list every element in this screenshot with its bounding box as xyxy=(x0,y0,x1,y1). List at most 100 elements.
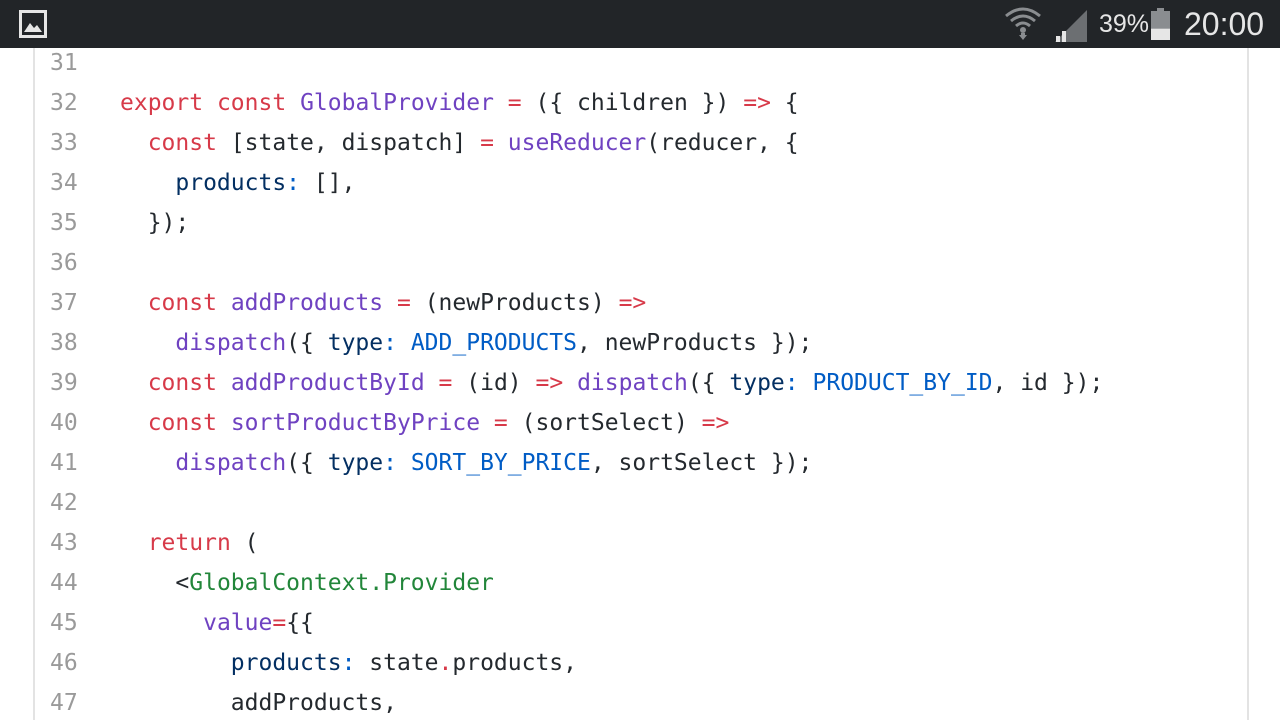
code-token: dispatch xyxy=(577,370,688,396)
image-notification-icon[interactable] xyxy=(19,10,47,38)
line-number: 40 xyxy=(50,410,78,436)
code-token: ( xyxy=(230,530,259,556)
code-text: export const GlobalProvider = ({ childre… xyxy=(120,83,799,123)
code-text: dispatch({ type: ADD_PRODUCTS, newProduc… xyxy=(120,323,812,363)
code-token: => xyxy=(701,410,730,436)
code-token: : xyxy=(341,650,356,676)
code-line: 45 value={{ xyxy=(35,603,1247,643)
line-number: 37 xyxy=(50,290,78,316)
code-line: 34 products: [], xyxy=(35,163,1247,203)
code-token xyxy=(120,650,231,676)
code-token: (reducer, { xyxy=(646,130,799,156)
code-token: . xyxy=(438,650,453,676)
code-token xyxy=(120,370,148,396)
battery-percent: 39% xyxy=(1099,10,1150,38)
code-token: , newProducts }); xyxy=(577,330,813,356)
code-token: => xyxy=(618,290,647,316)
line-number: 43 xyxy=(50,530,78,556)
code-token: products, xyxy=(452,650,577,676)
code-line: 35 }); xyxy=(35,203,1247,243)
code-token: ({ xyxy=(687,370,730,396)
code-token: : xyxy=(286,170,301,196)
code-line: 41 dispatch({ type: SORT_BY_PRICE, sortS… xyxy=(35,443,1247,483)
line-number: 33 xyxy=(50,130,78,156)
code-text: }); xyxy=(120,203,190,243)
code-token xyxy=(383,290,397,316)
code-token: , sortSelect }); xyxy=(590,450,813,476)
code-token: => xyxy=(743,90,771,116)
code-token xyxy=(494,90,508,116)
code-line: 32 export const GlobalProvider = ({ child… xyxy=(35,83,1247,123)
code-token: export xyxy=(120,90,204,116)
code-token: products xyxy=(230,650,342,676)
code-token xyxy=(799,370,813,396)
code-text: products: [], xyxy=(120,163,355,203)
code-token: const xyxy=(147,410,217,436)
line-number: 46 xyxy=(50,650,78,676)
code-token xyxy=(286,90,300,116)
code-token xyxy=(397,450,411,476)
clock: 20:00 xyxy=(1184,6,1265,42)
code-token xyxy=(120,330,175,356)
code-token: ({ xyxy=(286,330,328,356)
code-token: : xyxy=(383,450,397,476)
code-token: const xyxy=(216,90,287,116)
code-text: const addProductById = (id) => dispatch(… xyxy=(120,363,1104,403)
line-number: 38 xyxy=(50,330,78,356)
code-token: = xyxy=(493,410,508,436)
code-text: const addProducts = (newProducts) => xyxy=(120,283,647,323)
code-token: useReducer xyxy=(507,130,647,156)
code-token: GlobalProvider xyxy=(300,90,494,116)
code-line: 43 return ( xyxy=(35,523,1247,563)
code-token: < xyxy=(120,570,190,596)
code-token: {{ xyxy=(286,610,314,636)
code-token: = xyxy=(480,130,494,156)
code-token xyxy=(120,610,203,636)
code-token: const xyxy=(147,290,217,316)
code-token: (newProducts) xyxy=(410,290,619,316)
code-line: 44 <GlobalContext.Provider xyxy=(35,563,1247,603)
code-token: { xyxy=(770,90,799,116)
code-token: GlobalContext.Provider xyxy=(189,570,494,596)
code-token: ADD_PRODUCTS xyxy=(410,330,577,356)
code-token xyxy=(120,530,148,556)
line-number: 35 xyxy=(50,210,78,236)
code-text: return ( xyxy=(120,523,259,563)
code-text: const [state, dispatch] = useReducer(red… xyxy=(120,123,799,163)
line-number: 32 xyxy=(50,90,78,116)
code-token xyxy=(425,370,439,396)
code-text: products: state.products, xyxy=(120,643,577,683)
line-number: 34 xyxy=(50,170,78,196)
line-number: 41 xyxy=(50,450,78,476)
line-number: 44 xyxy=(50,570,78,596)
code-token: ({ children }) xyxy=(521,90,744,116)
code-token xyxy=(217,370,231,396)
code-line: 47 addProducts, xyxy=(35,683,1247,723)
code-token xyxy=(120,450,175,476)
code-token: sortProductByPrice xyxy=(230,410,481,436)
code-token: = xyxy=(397,290,411,316)
code-token xyxy=(494,130,508,156)
line-number: 45 xyxy=(50,610,78,636)
line-number: 36 xyxy=(50,250,78,276)
code-token xyxy=(217,290,231,316)
code-token: = xyxy=(272,610,287,636)
code-token: = xyxy=(507,90,522,116)
code-token: }); xyxy=(120,210,190,236)
code-token: , id }); xyxy=(992,370,1104,396)
code-token xyxy=(480,410,494,436)
code-line: 40 const sortProductByPrice = (sortSelec… xyxy=(35,403,1247,443)
code-token xyxy=(120,170,175,196)
code-token xyxy=(120,410,148,436)
code-token: type xyxy=(327,330,384,356)
code-line: 39 const addProductById = (id) => dispat… xyxy=(35,363,1247,403)
code-token: => xyxy=(535,370,564,396)
code-token xyxy=(120,130,148,156)
code-token: dispatch xyxy=(175,330,287,356)
wifi-icon xyxy=(1005,7,1041,40)
code-token: addProducts, xyxy=(120,690,397,716)
code-token: = xyxy=(438,370,453,396)
line-number: 39 xyxy=(50,370,78,396)
code-token: ({ xyxy=(286,450,328,476)
